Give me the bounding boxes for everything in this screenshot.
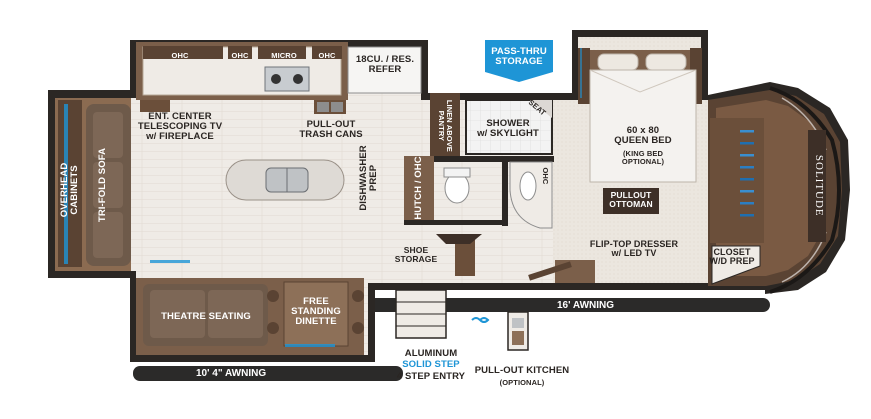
trash-cans-label: PULL-OUT TRASH CANS [299, 119, 363, 140]
tri-fold-sofa-label: TRI-FOLD SOFA [97, 147, 109, 223]
pullout-ottoman [603, 188, 659, 214]
step-entry [395, 289, 447, 339]
closet [710, 118, 764, 243]
queen-bed [578, 48, 702, 183]
bathroom-wall [404, 156, 554, 162]
refer-label: 18CU. / RES. REFER [355, 54, 415, 75]
overhead-cabinets-label: OVERHEAD CABINETS [59, 162, 80, 218]
micro-label: MICRO [271, 51, 297, 60]
dinette-label: FREE STANDING DINETTE [291, 296, 341, 327]
closet-label: CLOSET W/D PREP [709, 247, 755, 267]
aluminum-label: ALUMINUM [404, 348, 458, 359]
queen-bed-label: 60 x 80 QUEEN BED [614, 125, 672, 146]
brand-plate [808, 130, 826, 242]
solid-step-label: SOLID STEP [402, 359, 460, 370]
pull-out-kitchen-label: PULL-OUT KITCHEN [474, 365, 570, 376]
hutch [404, 156, 434, 221]
ent-center-label: ENT. CENTER TELESCOPING TV w/ FIREPLACE [137, 111, 223, 142]
refrigerator [347, 46, 422, 94]
ohc-label-1: OHC [171, 51, 189, 60]
shower [465, 99, 553, 155]
linen-pantry-label: LINEN ABOVE PANTRY [437, 99, 454, 152]
awning-16-label: 16' AWNING [553, 300, 619, 311]
flip-top-dresser-label: FLIP-TOP DRESSER w/ LED TV [589, 239, 679, 259]
pass-thru-label: PASS-THRU STORAGE [491, 46, 547, 67]
shower-label: SHOWER w/ SKYLIGHT [477, 118, 539, 139]
flip-top-dresser [555, 260, 595, 283]
shoe-storage-cabinet [455, 234, 475, 276]
ohc-label-3: OHC [318, 51, 336, 60]
pass-thru-badge [485, 40, 553, 82]
overhead-cabinets-strip [58, 100, 82, 267]
pullout-ottoman-label: PULLOUT OTTOMAN [609, 190, 653, 209]
theatre-seating-label: THEATRE SEATING [161, 311, 251, 322]
optional-label: (OPTIONAL) [499, 378, 545, 387]
shoe-storage-label: SHOE STORAGE [394, 245, 438, 264]
closet-hangers [740, 130, 754, 217]
king-bed-label: (KING BED OPTIONAL) [621, 149, 665, 166]
ohc-label-2: OHC [231, 51, 249, 60]
pantry [430, 93, 460, 157]
ent-center-cabinet [140, 100, 170, 112]
four-step-label: 4 STEP ENTRY [396, 371, 466, 382]
awning-10-label: 10' 4" AWNING [192, 368, 271, 379]
dishwasher-label: DISHWASHER PREP [358, 145, 379, 211]
ohc-bath-label: OHC [540, 167, 550, 185]
hutch-label: HUTCH / OHC [413, 156, 425, 220]
brand-label: SOLITUDE [812, 154, 825, 217]
spiral-cord [471, 317, 490, 323]
dinette-table [283, 281, 349, 347]
